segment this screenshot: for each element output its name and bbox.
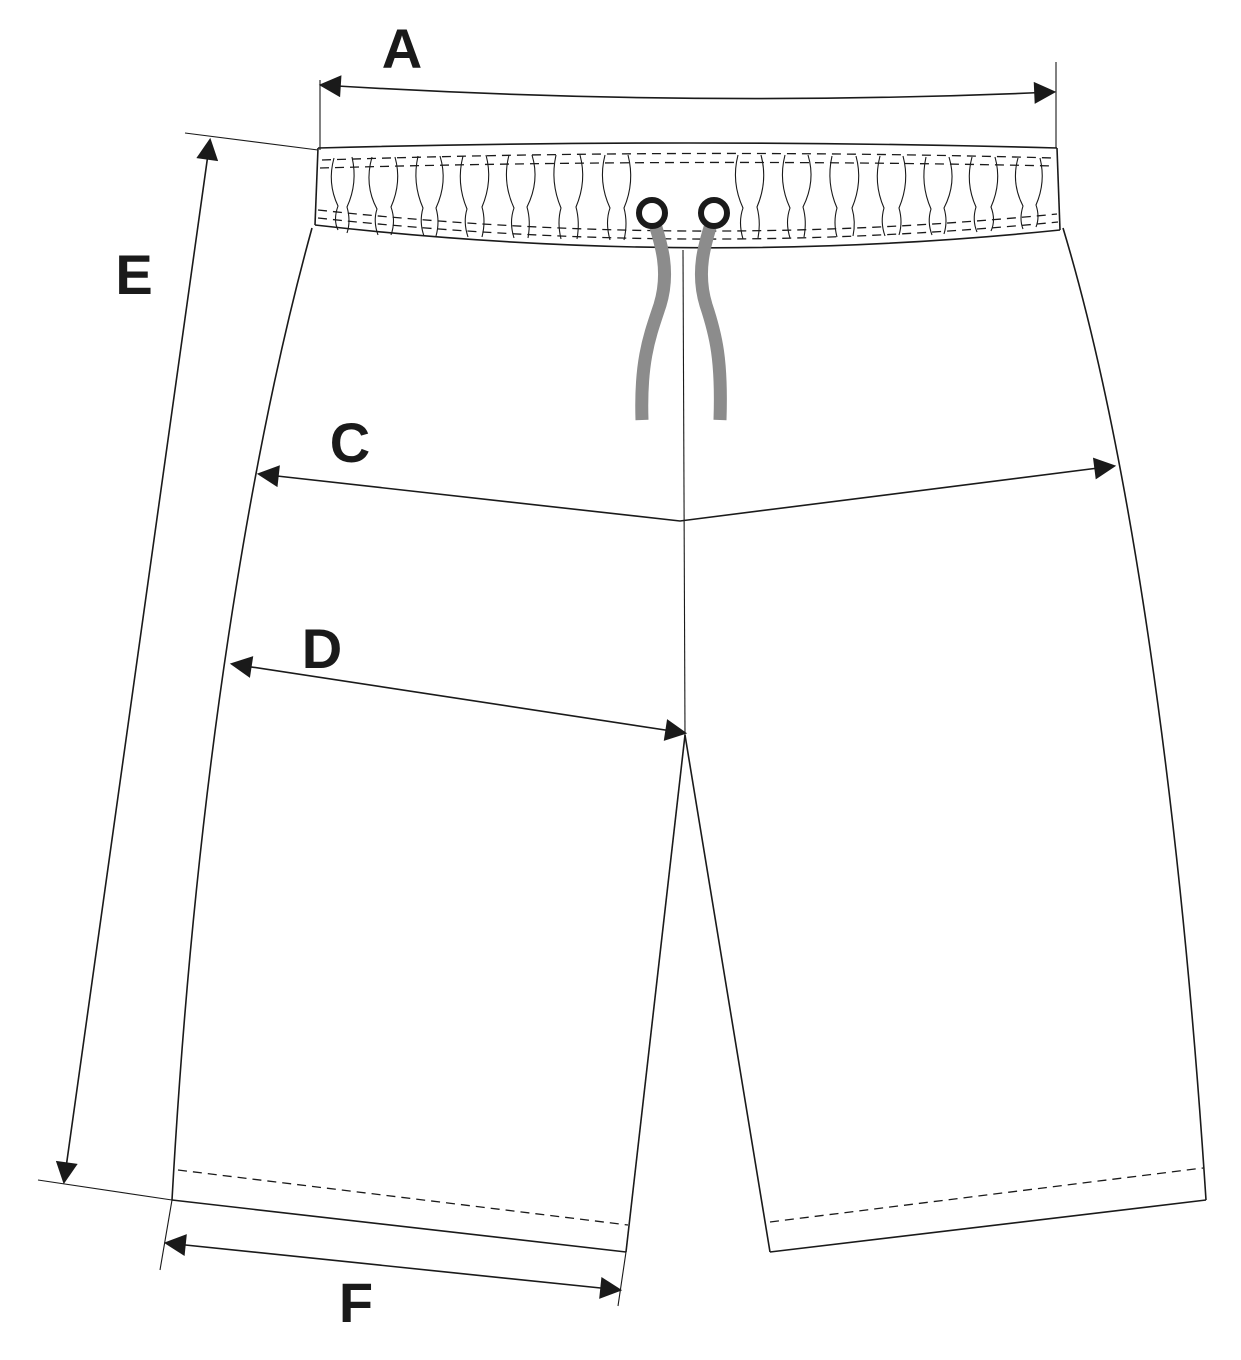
- measure-c: C: [256, 411, 1117, 522]
- measure-d: D: [229, 617, 688, 741]
- label-e: E: [115, 243, 152, 306]
- label-f: F: [339, 1271, 373, 1334]
- eyelet-left-icon: [636, 197, 668, 229]
- left-hem-stitch: [177, 1169, 629, 1226]
- label-d: D: [302, 617, 342, 680]
- measure-a: A: [318, 17, 1057, 150]
- right-inseam: [684, 734, 771, 1253]
- left-inseam: [625, 734, 686, 1253]
- center-seam: [682, 249, 686, 736]
- right-hem: [769, 1199, 1207, 1253]
- shorts-outline: [171, 227, 1207, 1253]
- eyelet-right-icon: [698, 197, 730, 229]
- measure-f: F: [159, 1199, 627, 1334]
- drawstring-right: [694, 212, 727, 421]
- drawstring: [635, 197, 730, 421]
- left-outer-seam: [171, 227, 313, 1201]
- label-a: A: [382, 17, 422, 80]
- right-outer-seam: [1062, 227, 1207, 1201]
- waistband: [314, 142, 1061, 249]
- right-hem-stitch: [769, 1167, 1204, 1223]
- waistband-gathers: [330, 154, 1043, 241]
- left-hem: [171, 1199, 627, 1253]
- measure-e: E: [37, 132, 319, 1201]
- drawstring-left: [635, 212, 672, 421]
- label-c: C: [330, 411, 370, 474]
